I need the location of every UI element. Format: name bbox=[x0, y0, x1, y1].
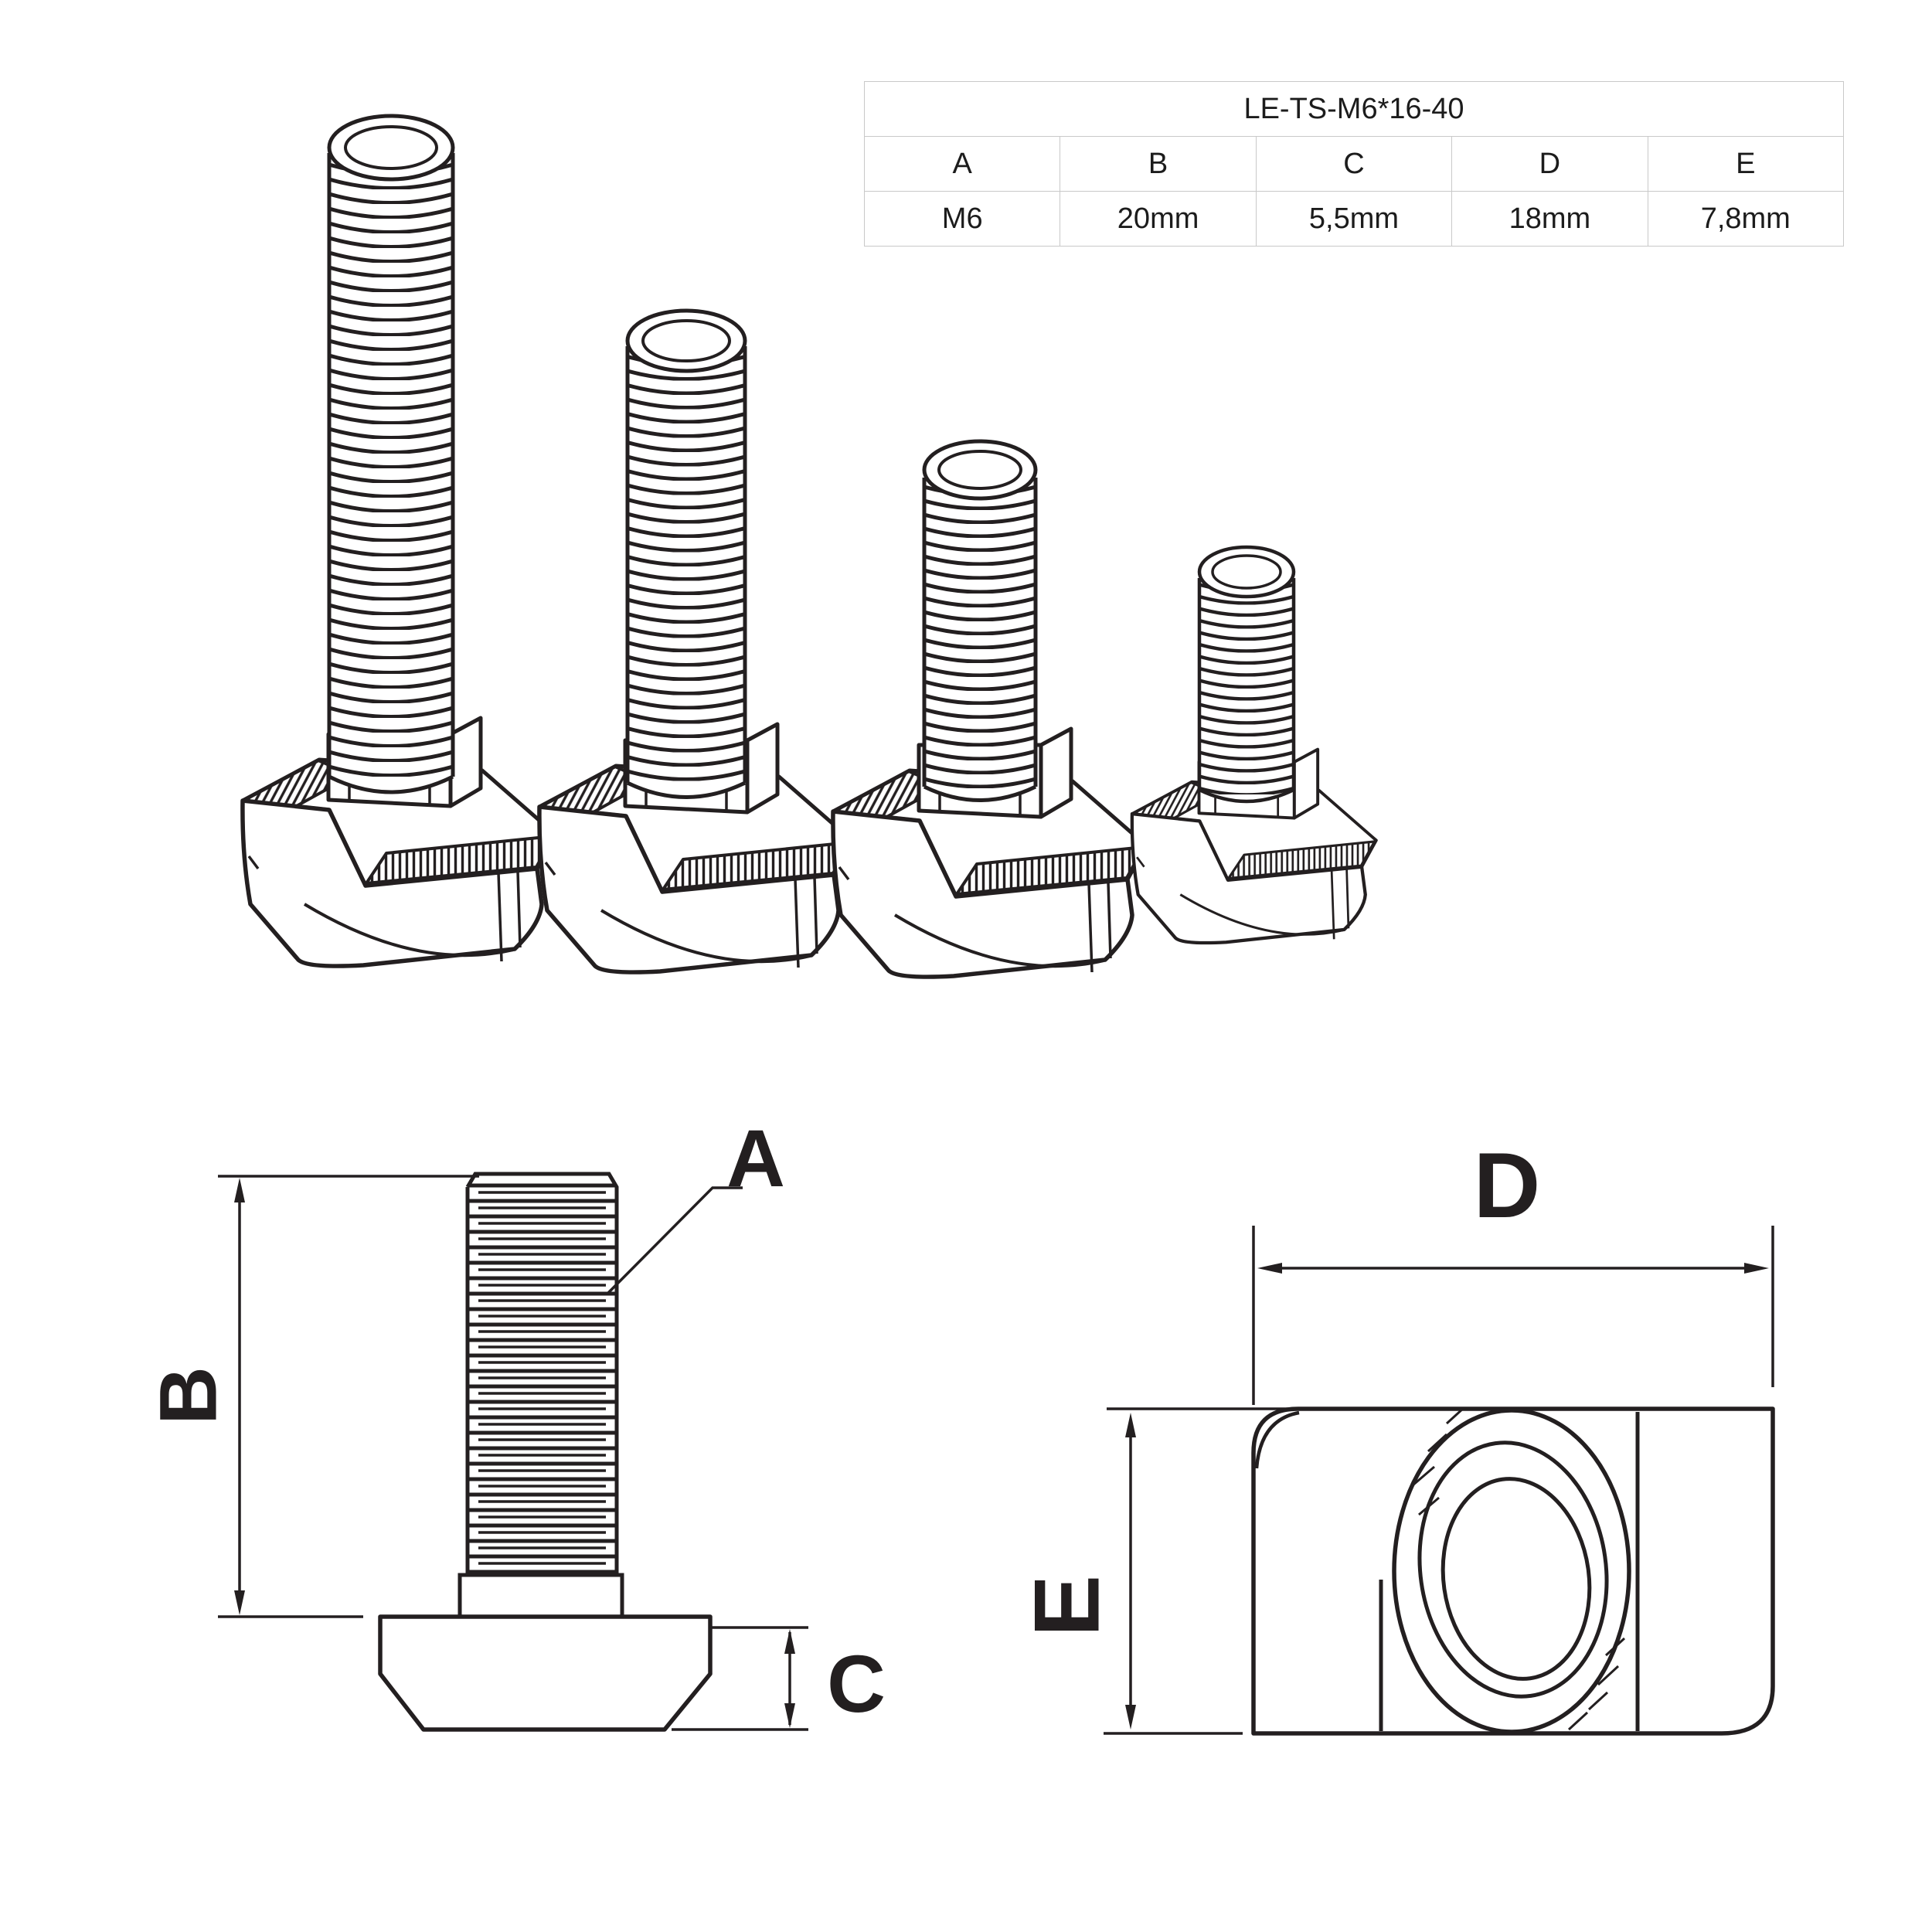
value-e: 7,8mm bbox=[1647, 191, 1845, 247]
spec-table-value-row: M6 20mm 5,5mm 18mm 7,8mm bbox=[863, 191, 1845, 247]
col-header-e: E bbox=[1647, 136, 1845, 192]
tbolt-illustration-40mm bbox=[243, 114, 556, 966]
spec-table: LE-TS-M6*16-40 A B C D E M6 20mm 5,5mm 1… bbox=[863, 81, 1845, 247]
arrow-up-icon bbox=[784, 1629, 795, 1654]
dim-label-e: E bbox=[1015, 1575, 1119, 1637]
arrow-left-icon bbox=[1257, 1263, 1282, 1274]
col-header-d: D bbox=[1451, 136, 1648, 192]
value-d: 18mm bbox=[1451, 191, 1648, 247]
arrow-up-icon bbox=[234, 1178, 245, 1202]
spec-table-title-row: LE-TS-M6*16-40 bbox=[864, 81, 1844, 137]
col-header-b: B bbox=[1060, 136, 1257, 192]
tbolt-illustration-30mm bbox=[539, 308, 852, 972]
col-header-c: C bbox=[1255, 136, 1453, 192]
arrow-up-icon bbox=[1125, 1413, 1136, 1437]
value-a: M6 bbox=[863, 191, 1061, 247]
dim-label-c: C bbox=[827, 1639, 886, 1730]
tbolt-illustration-25mm bbox=[833, 439, 1146, 977]
dim-label-d: D bbox=[1474, 1134, 1541, 1237]
arrow-down-icon bbox=[784, 1703, 795, 1728]
value-b: 20mm bbox=[1060, 191, 1257, 247]
arrow-down-icon bbox=[1125, 1705, 1136, 1730]
dim-label-b: B bbox=[144, 1366, 234, 1425]
dim-label-a: A bbox=[726, 1114, 785, 1204]
head-top-view-drawing: D E bbox=[1015, 1134, 1775, 1736]
part-number: LE-TS-M6*16-40 bbox=[864, 81, 1844, 137]
value-c: 5,5mm bbox=[1255, 191, 1453, 247]
arrow-right-icon bbox=[1744, 1263, 1769, 1274]
tbolt-illustration-20mm bbox=[1132, 545, 1376, 943]
side-view-drawing: B A C bbox=[144, 1114, 886, 1732]
arrow-down-icon bbox=[234, 1590, 245, 1615]
